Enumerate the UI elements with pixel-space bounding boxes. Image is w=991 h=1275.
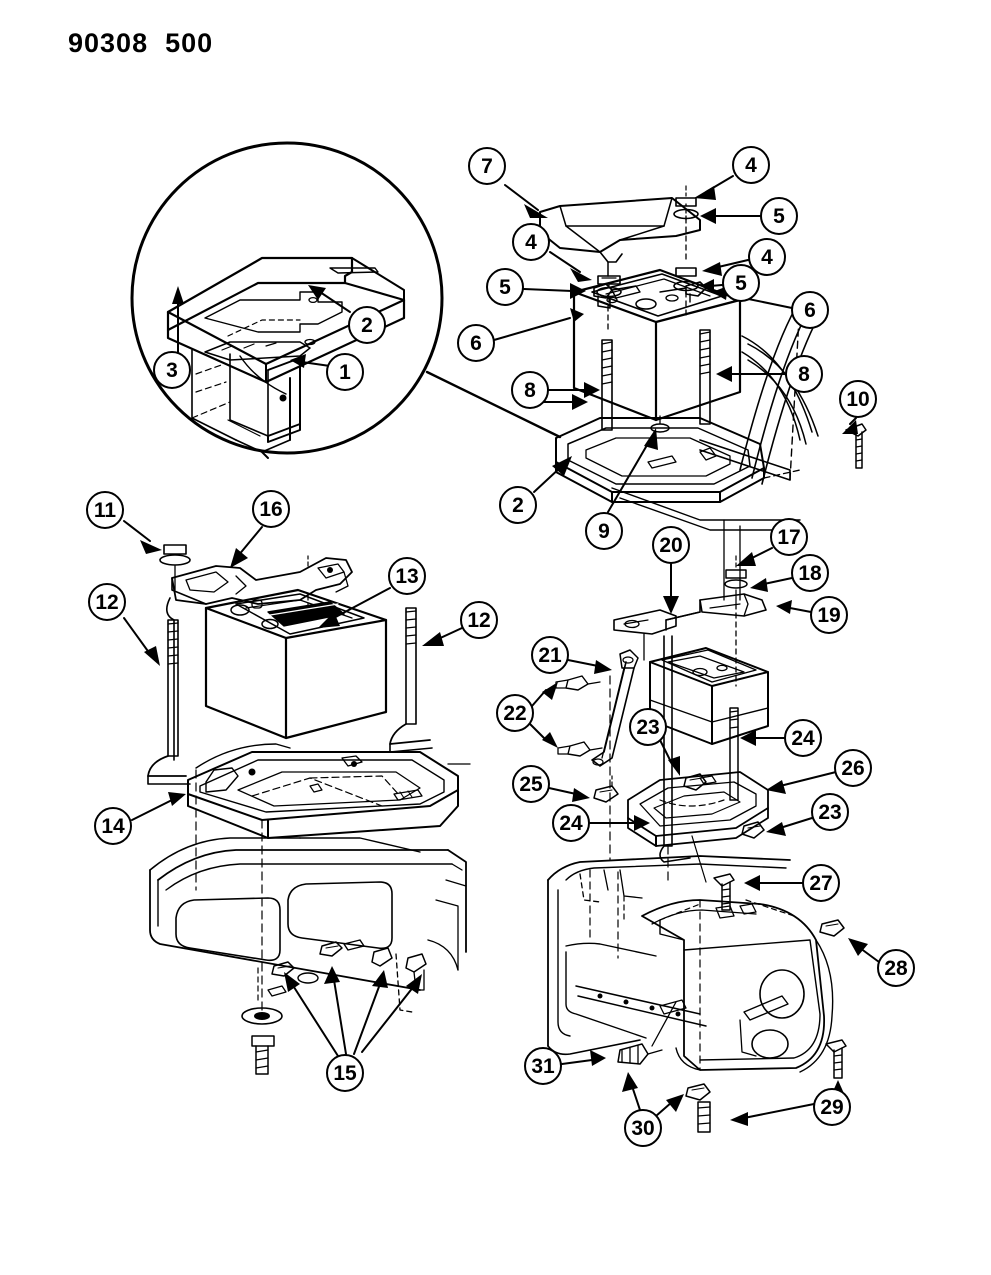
callout-6[interactable]: 6 [457,324,495,362]
callout-label: 16 [259,497,283,521]
callout-label: 6 [470,331,482,355]
callout-label: 2 [512,493,524,517]
callout-4[interactable]: 4 [732,146,770,184]
callout-label: 14 [101,814,125,838]
callout-label: 29 [820,1095,844,1119]
callout-label: 24 [559,811,583,835]
callout-label: 17 [777,525,801,549]
callout-label: 3 [166,358,178,382]
callout-label: 4 [525,230,537,254]
callout-label: 18 [798,561,822,585]
callout-label: 23 [818,800,842,824]
callout-5c[interactable]: 5 [722,264,760,302]
callout-label: 6 [804,298,816,322]
callout-4b[interactable]: 4 [512,223,550,261]
callout-label: 12 [95,590,119,614]
callout-3[interactable]: 3 [153,351,191,389]
callout-5[interactable]: 5 [760,197,798,235]
callout-6b[interactable]: 6 [791,291,829,329]
callout-label: 9 [598,519,610,543]
callout-label: 19 [817,603,841,627]
callout-1[interactable]: 1 [326,353,364,391]
callout-22[interactable]: 22 [496,694,534,732]
callout-28[interactable]: 28 [877,949,915,987]
callout-label: 13 [395,564,419,588]
callout-26[interactable]: 26 [834,749,872,787]
callout-label: 11 [93,498,117,522]
callout-label: 10 [846,387,870,411]
callout-20[interactable]: 20 [652,526,690,564]
page-title: 90308 500 [68,28,214,58]
callout-label: 8 [798,362,810,386]
callout-label: 8 [524,378,536,402]
callout-11[interactable]: 11 [86,491,124,529]
callout-label: 26 [841,756,865,780]
callout-10[interactable]: 10 [839,380,877,418]
callout-24[interactable]: 24 [784,719,822,757]
callout-24b[interactable]: 24 [552,804,590,842]
callout-label: 25 [519,772,543,796]
callout-label: 21 [538,643,562,667]
callout-label: 28 [884,956,908,980]
callout-8[interactable]: 8 [511,371,549,409]
callout-8b[interactable]: 8 [785,355,823,393]
callout-label: 5 [499,275,511,299]
callout-label: 27 [809,871,833,895]
callout-label: 24 [791,726,815,750]
callout-label: 23 [636,715,660,739]
callout-17[interactable]: 17 [770,518,808,556]
callout-label: 5 [773,204,785,228]
callout-label: 31 [531,1054,555,1078]
callout-29[interactable]: 29 [813,1088,851,1126]
callout-label: 12 [467,608,491,632]
callout-12[interactable]: 12 [88,583,126,621]
callout-label: 15 [333,1061,357,1085]
callout-21[interactable]: 21 [531,636,569,674]
callout-2[interactable]: 2 [348,306,386,344]
callout-label: 30 [631,1116,655,1140]
callout-label: 22 [503,701,527,725]
callout-label: 1 [339,360,351,384]
callout-7[interactable]: 7 [468,147,506,185]
callout-25[interactable]: 25 [512,765,550,803]
callout-2b[interactable]: 2 [499,486,537,524]
callout-15[interactable]: 15 [326,1054,364,1092]
callout-23b[interactable]: 23 [811,793,849,831]
callout-label: 4 [761,245,773,269]
callout-18[interactable]: 18 [791,554,829,592]
callout-31[interactable]: 31 [524,1047,562,1085]
callout-27[interactable]: 27 [802,864,840,902]
callout-14[interactable]: 14 [94,807,132,845]
callout-19[interactable]: 19 [810,596,848,634]
callout-label: 2 [361,313,373,337]
callout-label: 4 [745,153,757,177]
callout-23[interactable]: 23 [629,708,667,746]
callout-30[interactable]: 30 [624,1109,662,1147]
callout-13[interactable]: 13 [388,557,426,595]
callout-label: 5 [735,271,747,295]
callout-12b[interactable]: 12 [460,601,498,639]
callout-label: 7 [481,154,493,178]
callout-9[interactable]: 9 [585,512,623,550]
callout-label: 20 [659,533,683,557]
callout-16[interactable]: 16 [252,490,290,528]
callout-5b[interactable]: 5 [486,268,524,306]
